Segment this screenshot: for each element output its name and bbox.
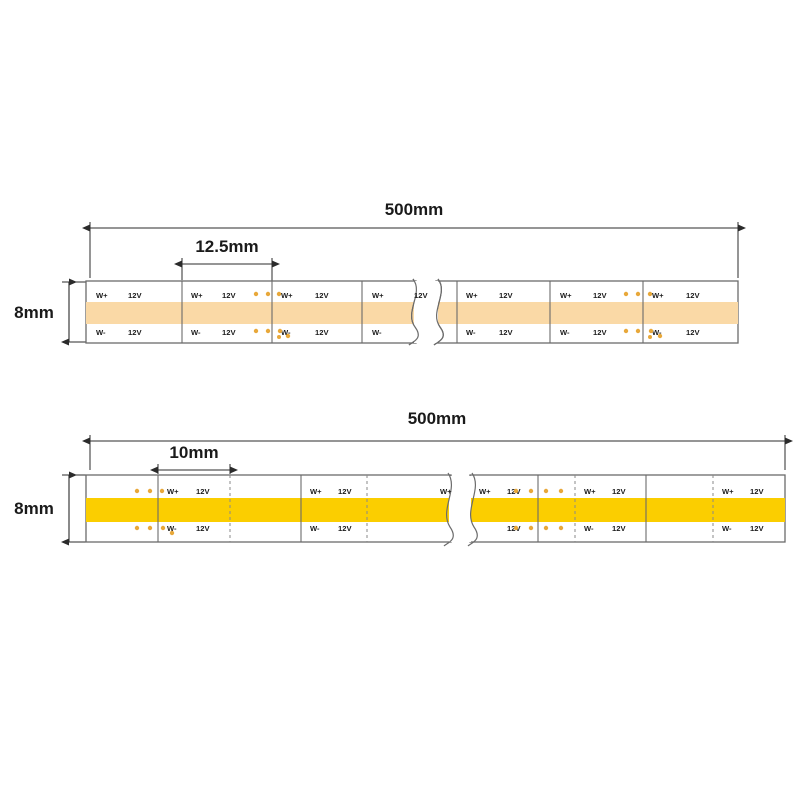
voltage: 12V — [128, 328, 142, 337]
length-label-bottom: 500mm — [408, 409, 467, 428]
pad-neg: W- — [167, 524, 177, 533]
voltage: 12V — [222, 328, 236, 337]
solder-pad-dots-yellow — [134, 488, 564, 536]
pad-pos: W+ — [722, 487, 734, 496]
voltage: 12V — [338, 487, 352, 496]
pad-pos: W+ — [652, 291, 664, 300]
pad-pos: W+ — [96, 291, 108, 300]
pad-labels-yellow-top-left: W+ 12V W+ 12V W+ — [167, 487, 452, 496]
voltage: 12V — [499, 328, 513, 337]
led-strip-warm: W+ 12V W+ 12V W+ 12V W+ W- 12V W- 12V W-… — [85, 278, 739, 346]
length-label-top: 500mm — [385, 200, 444, 219]
pad-labels-warm-bottom-left: W- 12V W- 12V W- 12V W- — [96, 328, 382, 337]
pad-neg: W- — [96, 328, 106, 337]
pad-pos: W+ — [191, 291, 203, 300]
pad-neg: W- — [310, 524, 320, 533]
led-strip-yellow: W+ 12V W+ 12V W+ W- 12V W- 12V W+ 12V W+… — [85, 472, 786, 547]
emissive-band-yellow-right — [470, 498, 785, 522]
voltage: 12V — [315, 328, 329, 337]
pad-labels-yellow-bottom-left: W- 12V W- 12V — [167, 524, 352, 533]
pad-labels-warm-top-left: W+ 12V W+ 12V W+ 12V W+ — [96, 291, 384, 300]
solder-pad-dots-warm — [253, 291, 663, 339]
pad-neg: W- — [191, 328, 201, 337]
emissive-band-yellow-left — [86, 498, 451, 522]
dimension-length-top: 500mm — [82, 200, 746, 278]
voltage: 12V — [338, 524, 352, 533]
cut-label-top: 12.5mm — [195, 237, 258, 256]
voltage: 12V — [222, 291, 236, 300]
dimension-cut-top: 12.5mm — [174, 237, 280, 281]
pad-pos: W+ — [479, 487, 491, 496]
voltage: 12V — [196, 487, 210, 496]
voltage: 12V — [593, 328, 607, 337]
pad-neg: W- — [281, 328, 291, 337]
voltage: 12V — [593, 291, 607, 300]
pad-pos: W+ — [281, 291, 293, 300]
pad-neg: W- — [584, 524, 594, 533]
pad-pos: W+ — [310, 487, 322, 496]
dimension-width-top: 8mm — [14, 278, 90, 346]
width-label-bottom: 8mm — [14, 499, 54, 518]
voltage: 12V — [612, 524, 626, 533]
voltage: 12V — [414, 291, 428, 300]
pad-pos: W+ — [560, 291, 572, 300]
width-label-top: 8mm — [14, 303, 54, 322]
pad-pos: W+ — [167, 487, 179, 496]
voltage: 12V — [499, 291, 513, 300]
voltage: 12V — [750, 524, 764, 533]
pad-neg: W- — [372, 328, 382, 337]
voltage: 12V — [315, 291, 329, 300]
pad-pos: W+ — [584, 487, 596, 496]
pad-labels-warm-bottom-right: W- 12V W- 12V W- 12V — [466, 328, 700, 337]
voltage: 12V — [196, 524, 210, 533]
dimension-cut-bottom: 10mm — [150, 443, 238, 474]
dimension-length-bottom: 500mm — [82, 409, 793, 470]
pad-pos: W+ — [372, 291, 384, 300]
emissive-band-warm-left — [86, 302, 416, 324]
pad-pos: W+ — [466, 291, 478, 300]
dimension-width-bottom: 8mm — [14, 471, 90, 546]
cut-label-bottom: 10mm — [169, 443, 218, 462]
pad-neg: W- — [652, 328, 662, 337]
voltage: 12V — [750, 487, 764, 496]
voltage: 12V — [686, 291, 700, 300]
pad-labels-warm-top-right: W+ 12V W+ 12V W+ 12V — [466, 291, 700, 300]
pad-pos: W+ — [440, 487, 452, 496]
voltage: 12V — [128, 291, 142, 300]
pad-neg: W- — [466, 328, 476, 337]
voltage: 12V — [686, 328, 700, 337]
emissive-band-warm-right — [436, 302, 738, 324]
pad-neg: W- — [560, 328, 570, 337]
voltage: 12V — [612, 487, 626, 496]
pad-neg: W- — [722, 524, 732, 533]
